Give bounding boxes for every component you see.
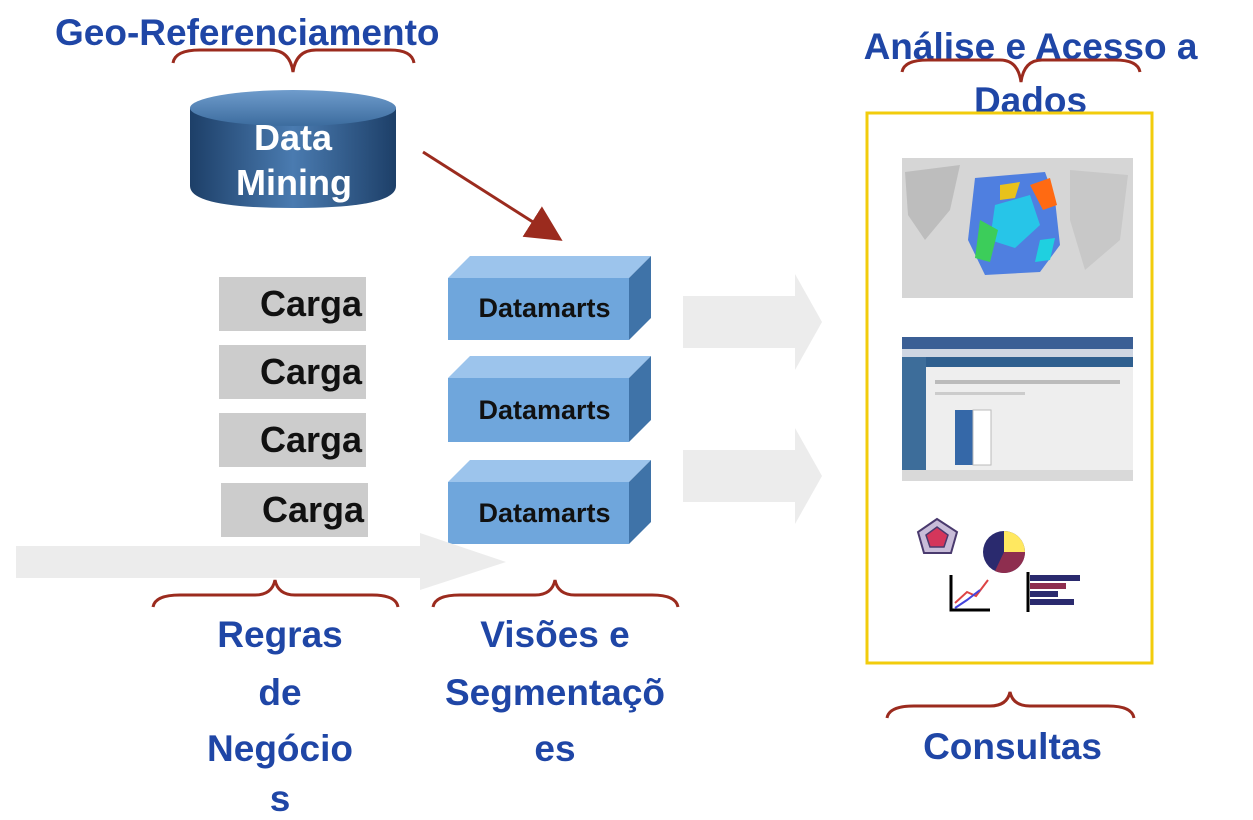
visoes-line1: Visões e	[480, 614, 630, 655]
datamart-label-1: Datamarts	[478, 293, 611, 323]
chart-icons-icon	[916, 517, 1080, 612]
brace-consultas	[885, 691, 1136, 719]
visoes-line2: Segmentaçõ	[444, 672, 665, 713]
visoes-line3: es	[534, 728, 576, 769]
regras-line2: de	[258, 672, 302, 713]
regras-line1: Regras	[217, 614, 343, 655]
consultas-panel	[865, 111, 1154, 665]
datamart-label-3: Datamarts	[478, 498, 611, 528]
gray-arrow-top	[683, 274, 822, 370]
datamart-box-1	[448, 256, 651, 340]
regras-line3: Negócio	[207, 728, 353, 769]
carga-box-3: Carga	[219, 413, 366, 467]
datamart-box-2	[448, 356, 651, 442]
brace-visoes	[431, 579, 680, 608]
gray-arrow-bottom	[683, 428, 822, 524]
data-mining-label-line1: Data	[253, 117, 333, 158]
datamart-label-2: Datamarts	[478, 395, 611, 425]
consultas-title: Consultas	[923, 726, 1102, 767]
gray-arrow-long	[16, 533, 506, 590]
geo-referenciamento-title: Geo-Referenciamento	[55, 12, 440, 53]
data-mining-label-line2: Mining	[236, 162, 352, 203]
regras-line4: s	[269, 778, 291, 819]
brace-geo	[171, 48, 416, 73]
brace-analise	[900, 58, 1142, 83]
web-screenshot-icon	[902, 337, 1133, 481]
carga-box-4: Carga	[221, 483, 368, 537]
map-heat-icon	[902, 158, 1133, 298]
data-mining-arrow	[422, 150, 563, 241]
datamart-box-3	[448, 460, 651, 544]
carga-box-1: Carga	[219, 277, 366, 331]
data-mining-cylinder	[190, 90, 396, 208]
brace-regras	[151, 579, 400, 608]
carga-box-2: Carga	[219, 345, 366, 399]
